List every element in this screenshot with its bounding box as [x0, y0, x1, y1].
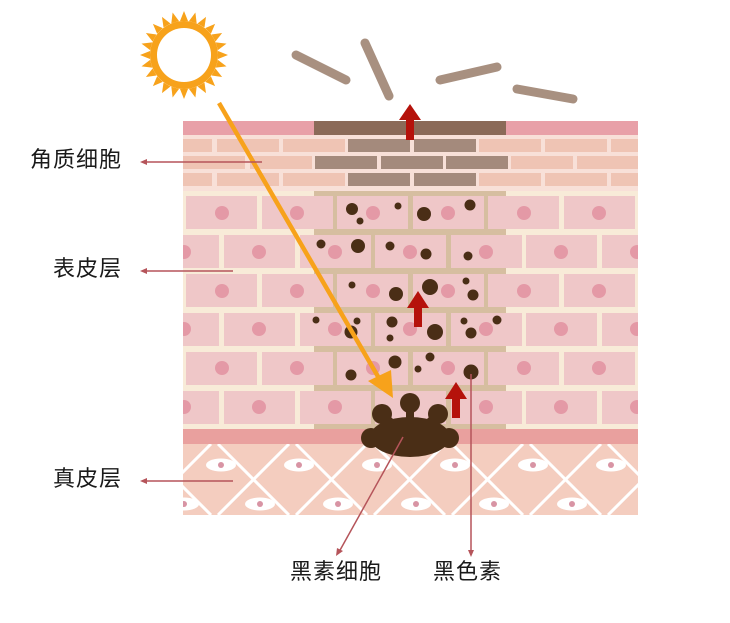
melanocyte — [361, 393, 459, 457]
label-melanin: 黑色素 — [433, 560, 503, 585]
up-arrows — [399, 104, 467, 418]
label-melanocyte: 黑素细胞 — [290, 560, 383, 585]
up-arrow-surface — [399, 104, 421, 140]
label-stratum-corneum: 角质细胞 — [30, 148, 123, 173]
pointer-lines — [140, 159, 474, 557]
dermis — [183, 444, 638, 515]
sun-icon — [140, 11, 228, 99]
melanin-granules — [312, 199, 502, 381]
label-epidermis: 表皮层 — [53, 257, 123, 282]
up-arrow-lower — [445, 382, 467, 418]
shed-flakes — [291, 38, 578, 104]
uv-ray-arrow — [217, 101, 393, 398]
up-arrow-mid — [407, 291, 429, 327]
cell-nuclei — [183, 206, 638, 414]
label-dermis: 真皮层 — [53, 467, 123, 492]
stratum-corneum — [183, 135, 638, 191]
